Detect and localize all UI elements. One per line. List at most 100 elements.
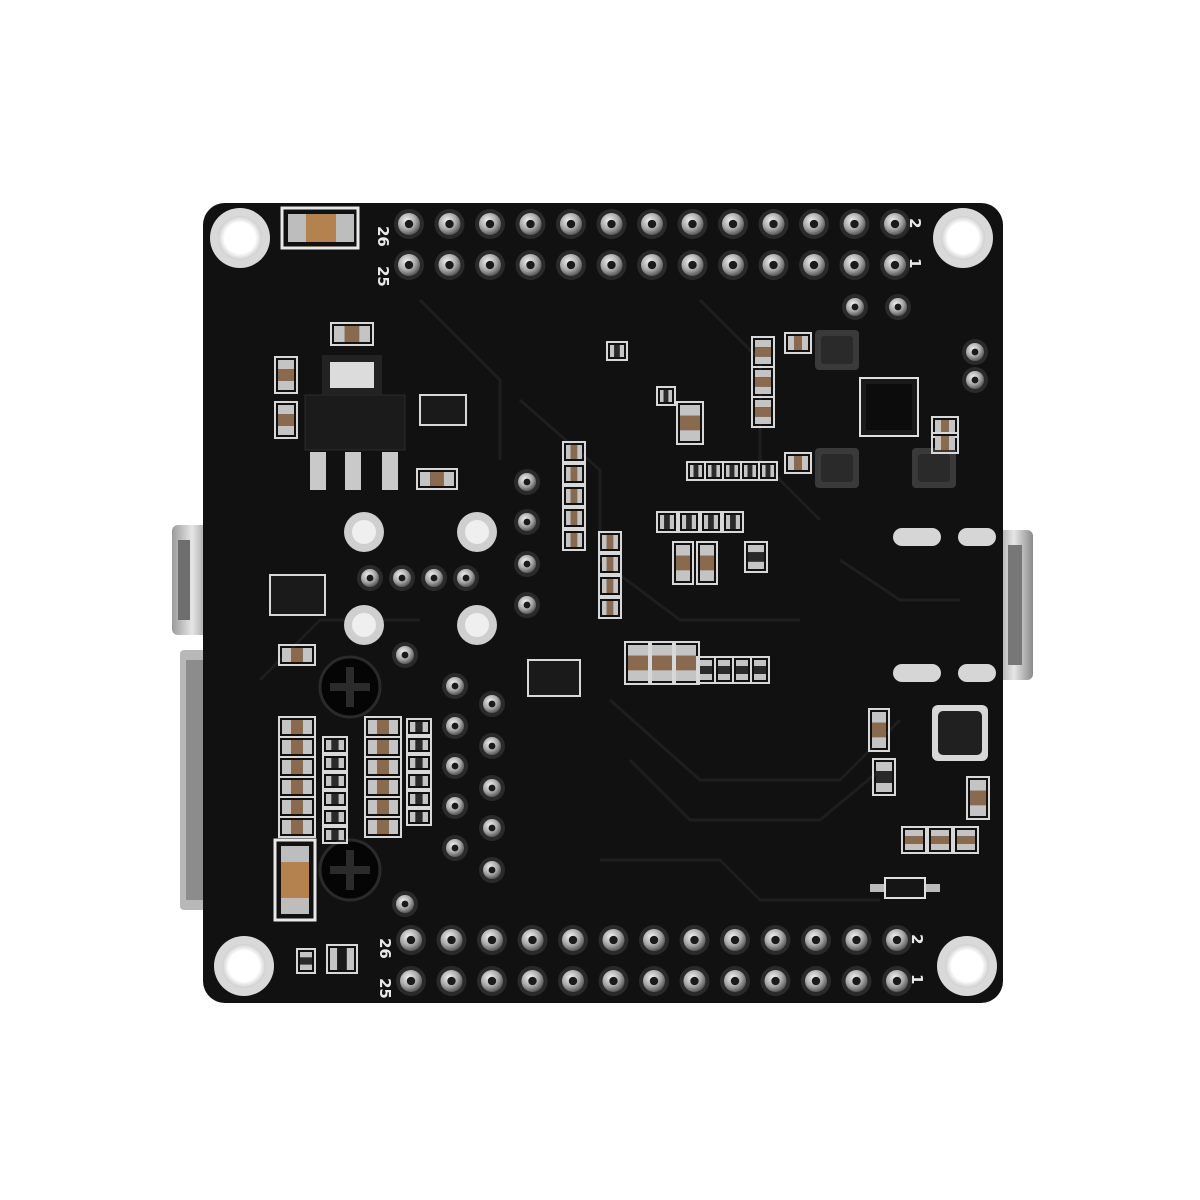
smd-component bbox=[678, 511, 700, 533]
smd-component bbox=[406, 808, 432, 826]
header-pin bbox=[801, 925, 831, 955]
smd-component bbox=[406, 790, 432, 808]
capacitor bbox=[273, 838, 317, 922]
capacitor bbox=[280, 206, 360, 250]
header-pin bbox=[760, 966, 791, 996]
header-pin bbox=[842, 294, 868, 320]
smd-component bbox=[598, 575, 622, 597]
smd-component bbox=[330, 322, 374, 346]
mounting-hole bbox=[210, 208, 270, 268]
header-pin bbox=[637, 250, 667, 280]
header-pin bbox=[389, 565, 415, 591]
smd-component bbox=[278, 736, 316, 758]
smd-component bbox=[751, 366, 775, 398]
smd-component bbox=[322, 754, 348, 772]
usb-connector-left bbox=[172, 525, 212, 635]
smd-component bbox=[364, 756, 402, 778]
header-pin bbox=[639, 925, 669, 955]
smd-component bbox=[278, 796, 316, 818]
usb-connector-right bbox=[995, 530, 1033, 680]
header-pin bbox=[392, 642, 418, 668]
smd-component bbox=[672, 541, 694, 585]
header-pin bbox=[596, 250, 627, 280]
smd-component bbox=[416, 468, 458, 490]
smd-component bbox=[406, 736, 432, 754]
header-pin bbox=[799, 250, 829, 280]
smd-component bbox=[322, 772, 348, 790]
gpio-header-bottom bbox=[396, 925, 912, 996]
header-pin bbox=[434, 209, 465, 239]
small-ic bbox=[269, 574, 326, 616]
header-pin bbox=[639, 966, 669, 996]
header-pin bbox=[453, 565, 479, 591]
smd-component bbox=[278, 716, 316, 738]
header-pin bbox=[841, 925, 872, 955]
pin-label-1-top: 1 bbox=[906, 258, 924, 268]
header-pin bbox=[357, 565, 383, 591]
gpio-header-top bbox=[394, 209, 910, 280]
pin-label-25-bottom: 25 bbox=[376, 978, 394, 999]
header-pin bbox=[396, 966, 426, 996]
smd-component bbox=[562, 485, 586, 507]
pin-label-2-top: 2 bbox=[906, 218, 924, 228]
header-pin bbox=[515, 209, 546, 239]
smd-component bbox=[598, 553, 622, 575]
smd-component bbox=[598, 531, 622, 553]
smd-component bbox=[278, 776, 316, 798]
header-pin bbox=[596, 209, 627, 239]
smd-component bbox=[326, 944, 358, 974]
header-pin bbox=[679, 925, 710, 955]
header-pin bbox=[882, 925, 912, 955]
pin-label-1-bottom: 1 bbox=[908, 974, 926, 984]
header-pin bbox=[514, 592, 540, 618]
smd-component bbox=[406, 772, 432, 790]
transistor bbox=[870, 877, 940, 899]
pin-label-2-bottom: 2 bbox=[908, 934, 926, 944]
smd-component bbox=[751, 336, 775, 368]
smd-component bbox=[406, 718, 432, 736]
smd-component bbox=[931, 432, 959, 454]
inductor bbox=[932, 705, 988, 761]
header-pin bbox=[477, 925, 507, 955]
large-pad bbox=[457, 512, 497, 552]
header-pin bbox=[442, 713, 468, 739]
smd-component bbox=[598, 597, 622, 619]
smd-component bbox=[296, 948, 316, 974]
inductor bbox=[815, 448, 859, 488]
header-pin bbox=[801, 966, 831, 996]
large-pad bbox=[344, 512, 384, 552]
smd-component bbox=[656, 386, 676, 406]
smd-component bbox=[322, 736, 348, 754]
oval-pad bbox=[958, 528, 996, 546]
large-mounting-pads bbox=[344, 512, 497, 645]
smd-component bbox=[784, 332, 812, 354]
smd-component bbox=[953, 826, 979, 854]
inductor bbox=[912, 448, 956, 488]
header-pin bbox=[839, 250, 870, 280]
pin-label-25-top: 25 bbox=[374, 266, 392, 287]
header-pin bbox=[677, 250, 708, 280]
header-pin bbox=[475, 209, 505, 239]
header-pin bbox=[882, 966, 912, 996]
header-pin bbox=[442, 835, 468, 861]
smd-component bbox=[676, 401, 704, 445]
qfn-chip bbox=[859, 377, 919, 437]
header-pin bbox=[475, 250, 505, 280]
large-pad bbox=[457, 605, 497, 645]
smd-component bbox=[758, 461, 778, 481]
smd-component bbox=[744, 541, 768, 573]
header-pin bbox=[517, 966, 548, 996]
smd-component bbox=[872, 758, 896, 796]
header-pin bbox=[558, 966, 588, 996]
smd-component bbox=[868, 708, 890, 752]
smd-component bbox=[322, 826, 348, 844]
header-pin bbox=[514, 551, 540, 577]
header-pin bbox=[885, 294, 911, 320]
header-pin bbox=[799, 209, 829, 239]
mounting-hole bbox=[933, 208, 993, 268]
header-pin bbox=[394, 209, 424, 239]
smd-component bbox=[406, 754, 432, 772]
smd-component bbox=[562, 441, 586, 463]
smd-component bbox=[656, 511, 678, 533]
